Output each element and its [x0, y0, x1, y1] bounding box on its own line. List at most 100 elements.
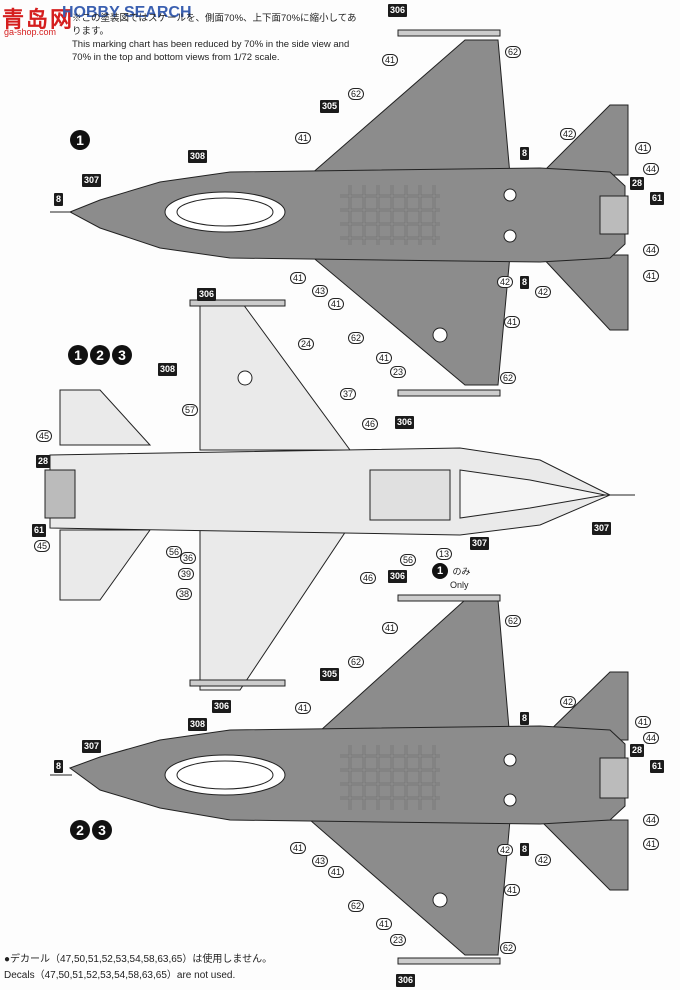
callout-label: 62 — [500, 372, 517, 384]
callout-label: 45 — [36, 430, 53, 442]
callout-label: 41 — [635, 142, 652, 154]
callout-label: 62 — [348, 900, 365, 912]
callout-label: 306 — [396, 974, 416, 987]
callout-label: 28 — [36, 455, 51, 468]
decal-footnote: ●デカール（47,50,51,52,53,54,58,63,65）は使用しません… — [4, 952, 272, 984]
callout-label: 307 — [470, 537, 490, 550]
scale-note-jp: ※この塗装図ではスケールを、側面70%、上下面70%に縮小してあります。 — [72, 13, 357, 37]
top-view-2 — [50, 594, 629, 965]
bottom-view — [44, 299, 635, 691]
version-marks-top1: 1 — [70, 130, 90, 150]
callout-label: 39 — [178, 568, 195, 580]
callout-label: 62 — [500, 942, 517, 954]
top-view-1 — [50, 29, 629, 397]
watermark-brand-cn: 青岛网 — [2, 8, 75, 33]
callout-label: 307 — [592, 522, 612, 535]
callout-label: 305 — [320, 668, 340, 681]
callout-label: 308 — [188, 718, 208, 731]
callout-label: 41 — [376, 918, 393, 930]
callout-label: 41 — [504, 884, 521, 896]
callout-label: 8 — [520, 147, 530, 160]
callout-label: 8 — [54, 760, 64, 773]
scale-note: ※この塗装図ではスケールを、側面70%、上下面70%に縮小してあります。 Thi… — [72, 12, 362, 64]
version-mark: 3 — [112, 345, 132, 365]
version-marks-top2: 2 3 — [70, 820, 112, 840]
callout-label: 41 — [290, 272, 307, 284]
callout-label: 41 — [635, 716, 652, 728]
callout-label: 28 — [630, 744, 645, 757]
callout-label: 44 — [643, 244, 660, 256]
callout-label: 36 — [180, 552, 197, 564]
callout-label: 61 — [650, 760, 665, 773]
callout-label: 61 — [32, 524, 47, 537]
version-mark: 1 — [68, 345, 88, 365]
version-mark: 2 — [90, 345, 110, 365]
watermark-logo: 青岛网 HOBBY SEARCH ga-shop.com — [0, 0, 200, 40]
callout-label: 56 — [166, 546, 183, 558]
version-mark: 1 — [70, 130, 90, 150]
callout-label: 38 — [176, 588, 193, 600]
callout-label: 41 — [376, 352, 393, 364]
callout-label: 8 — [520, 712, 530, 725]
callout-label: 44 — [643, 814, 660, 826]
callout-label: 307 — [82, 740, 102, 753]
callout-label: 41 — [504, 316, 521, 328]
callout-label: 45 — [34, 540, 51, 552]
only-note: 1 のみ Only — [432, 562, 470, 590]
callout-label: 42 — [535, 854, 552, 866]
version-marks-bottom: 1 2 3 — [68, 345, 132, 365]
scale-note-en-1: This marking chart has been reduced by 7… — [72, 39, 350, 50]
callout-label: 306 — [197, 288, 217, 301]
only-note-jp: のみ — [452, 566, 471, 577]
only-version-mark: 1 — [432, 562, 448, 579]
callout-label: 41 — [382, 54, 399, 66]
callout-label: 42 — [560, 128, 577, 140]
callout-label: 57 — [182, 404, 199, 416]
callout-label: 305 — [320, 100, 340, 113]
callout-label: 306 — [395, 416, 415, 429]
callout-label: 42 — [497, 844, 514, 856]
callout-label: 41 — [643, 270, 660, 282]
callout-label: 8 — [520, 276, 530, 289]
watermark-brand-en: HOBBY SEARCH — [62, 4, 192, 21]
callout-label: 61 — [650, 192, 665, 205]
callout-label: 23 — [390, 366, 407, 378]
callout-label: 13 — [436, 548, 453, 560]
callout-label: 8 — [520, 843, 530, 856]
decal-footnote-jp: ●デカール（47,50,51,52,53,54,58,63,65）は使用しません… — [4, 954, 273, 965]
scale-note-en-2: 70% in the top and bottom views from 1/7… — [72, 52, 280, 63]
callout-label: 62 — [505, 615, 522, 627]
callout-label: 306 — [388, 570, 408, 583]
watermark-url: ga-shop.com — [4, 27, 57, 37]
callout-label: 46 — [362, 418, 379, 430]
version-mark: 2 — [70, 820, 90, 840]
callout-label: 37 — [340, 388, 357, 400]
callout-label: 41 — [328, 866, 345, 878]
callout-label: 308 — [188, 150, 208, 163]
callout-label: 62 — [348, 88, 365, 100]
callout-label: 43 — [312, 855, 329, 867]
only-note-en: Only — [450, 580, 469, 590]
callout-label: 307 — [82, 174, 102, 187]
callout-label: 56 — [400, 554, 417, 566]
callout-label: 41 — [295, 702, 312, 714]
callout-label: 8 — [54, 193, 64, 206]
callout-label: 306 — [388, 4, 408, 17]
callout-label: 46 — [360, 572, 377, 584]
callout-label: 28 — [630, 177, 645, 190]
callout-label: 41 — [328, 298, 345, 310]
callout-label: 62 — [348, 656, 365, 668]
callout-label: 41 — [295, 132, 312, 144]
callout-label: 42 — [560, 696, 577, 708]
callout-label: 42 — [535, 286, 552, 298]
callout-label: 44 — [643, 732, 660, 744]
callout-label: 41 — [643, 838, 660, 850]
callout-label: 23 — [390, 934, 407, 946]
decal-footnote-en: Decals（47,50,51,52,53,54,58,63,65）are no… — [4, 970, 236, 981]
callout-label: 24 — [298, 338, 315, 350]
callout-label: 62 — [348, 332, 365, 344]
callout-label: 62 — [505, 46, 522, 58]
callout-label: 42 — [497, 276, 514, 288]
